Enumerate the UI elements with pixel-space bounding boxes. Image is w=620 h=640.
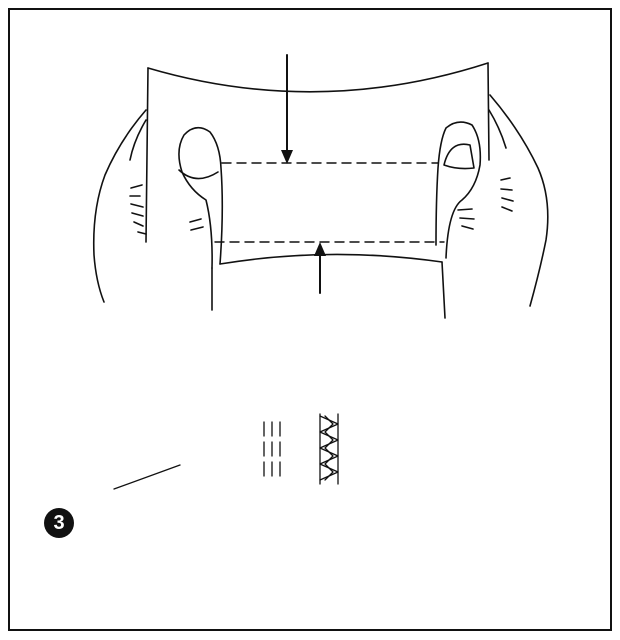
fabric-bottom-edge [219,253,443,265]
left-thumbnail [178,169,219,180]
right-palm-outline [489,94,549,307]
right-thumbnail [443,143,475,170]
left-hand [92,109,224,311]
leader-line [113,464,181,490]
fabric-right-edge [487,62,490,161]
zigzag-stitch-icon [319,413,339,485]
straight-stitch-icon [263,421,281,477]
right-thumb [435,121,482,259]
arrow-down-icon [281,54,293,164]
step-number-badge: 3 [44,508,74,538]
arrow-up-icon [314,242,326,294]
right-hand [435,94,549,319]
fabric-left-edge [145,67,149,243]
fold-lines [214,162,445,243]
illustration-frame [8,8,612,631]
left-thumb [178,126,224,269]
left-palm-outline [92,109,147,303]
fabric-sheet [145,62,490,265]
fabric-top-edge [147,62,489,93]
